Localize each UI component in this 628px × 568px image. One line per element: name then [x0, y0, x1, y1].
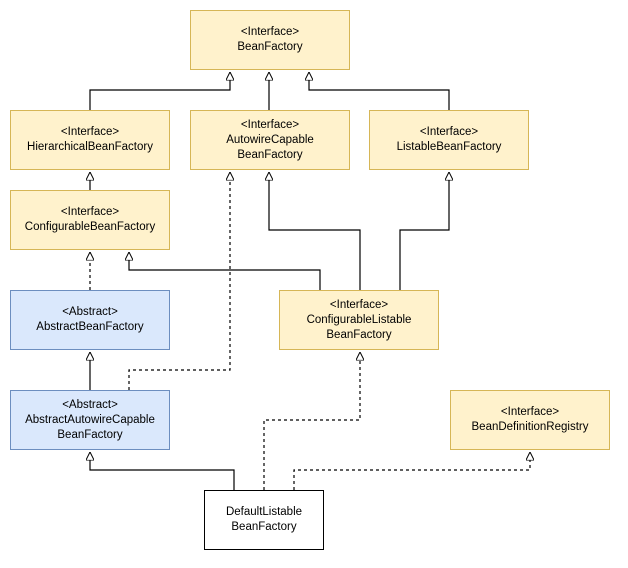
node-stereotype: <Interface> [329, 298, 389, 311]
edge-conflistable-to-autowire [269, 172, 361, 290]
node-name: AbstractAutowireCapable [25, 413, 155, 426]
node-stereotype: <Interface> [500, 406, 560, 418]
abstract-beanfactory-node[interactable]: <Abstract> AbstractBeanFactory [10, 290, 170, 350]
node-name: HierarchicalBeanFactory [27, 141, 153, 153]
node-stereotype: <Interface> [60, 206, 120, 218]
node-name: BeanDefinitionRegistry [471, 421, 589, 433]
edge-default-to-abstractautowire [90, 452, 235, 490]
node-stereotype: <Interface> [240, 118, 300, 131]
node-name-line2: BeanFactory [326, 328, 392, 341]
beanfactory-node[interactable]: <Interface> BeanFactory [190, 10, 350, 70]
edge-default-to-conflistable [263, 352, 360, 490]
node-name-line2: BeanFactory [237, 148, 303, 161]
configurable-listable-beanfactory-node[interactable]: <Interface> ConfigurableListable BeanFac… [279, 290, 439, 350]
node-stereotype: <Interface> [240, 26, 300, 38]
node-name: AutowireCapable [226, 133, 314, 146]
node-name: DefaultListable [225, 506, 303, 518]
node-stereotype: <Interface> [419, 126, 479, 138]
edge-conflistable-to-listable [399, 172, 449, 290]
node-name: AbstractBeanFactory [36, 321, 144, 333]
edge-conflistable-to-configurable [129, 252, 321, 290]
node-name: ListableBeanFactory [396, 141, 502, 153]
hierarchical-beanfactory-node[interactable]: <Interface> HierarchicalBeanFactory [10, 110, 170, 170]
configurable-beanfactory-node[interactable]: <Interface> ConfigurableBeanFactory [10, 190, 170, 250]
node-name: ConfigurableListable [306, 313, 412, 326]
node-name: BeanFactory [237, 41, 303, 53]
listable-beanfactory-node[interactable]: <Interface> ListableBeanFactory [369, 110, 529, 170]
node-name-line2: BeanFactory [57, 428, 123, 441]
bean-definition-registry-node[interactable]: <Interface> BeanDefinitionRegistry [450, 390, 610, 450]
default-listable-beanfactory-node[interactable]: DefaultListable BeanFactory [204, 490, 324, 550]
node-name-line2: BeanFactory [231, 521, 297, 533]
edge-listable-to-beanfactory [309, 72, 450, 110]
node-stereotype: <Interface> [60, 126, 120, 138]
node-stereotype: <Abstract> [62, 306, 118, 318]
abstract-autowire-capable-beanfactory-node[interactable]: <Abstract> AbstractAutowireCapable BeanF… [10, 390, 170, 450]
node-name: ConfigurableBeanFactory [24, 221, 156, 233]
edge-default-to-registry [293, 452, 530, 490]
edge-hierarchical-to-beanfactory [89, 72, 230, 110]
autowire-capable-beanfactory-node[interactable]: <Interface> AutowireCapable BeanFactory [190, 110, 350, 170]
node-stereotype: <Abstract> [62, 398, 118, 411]
